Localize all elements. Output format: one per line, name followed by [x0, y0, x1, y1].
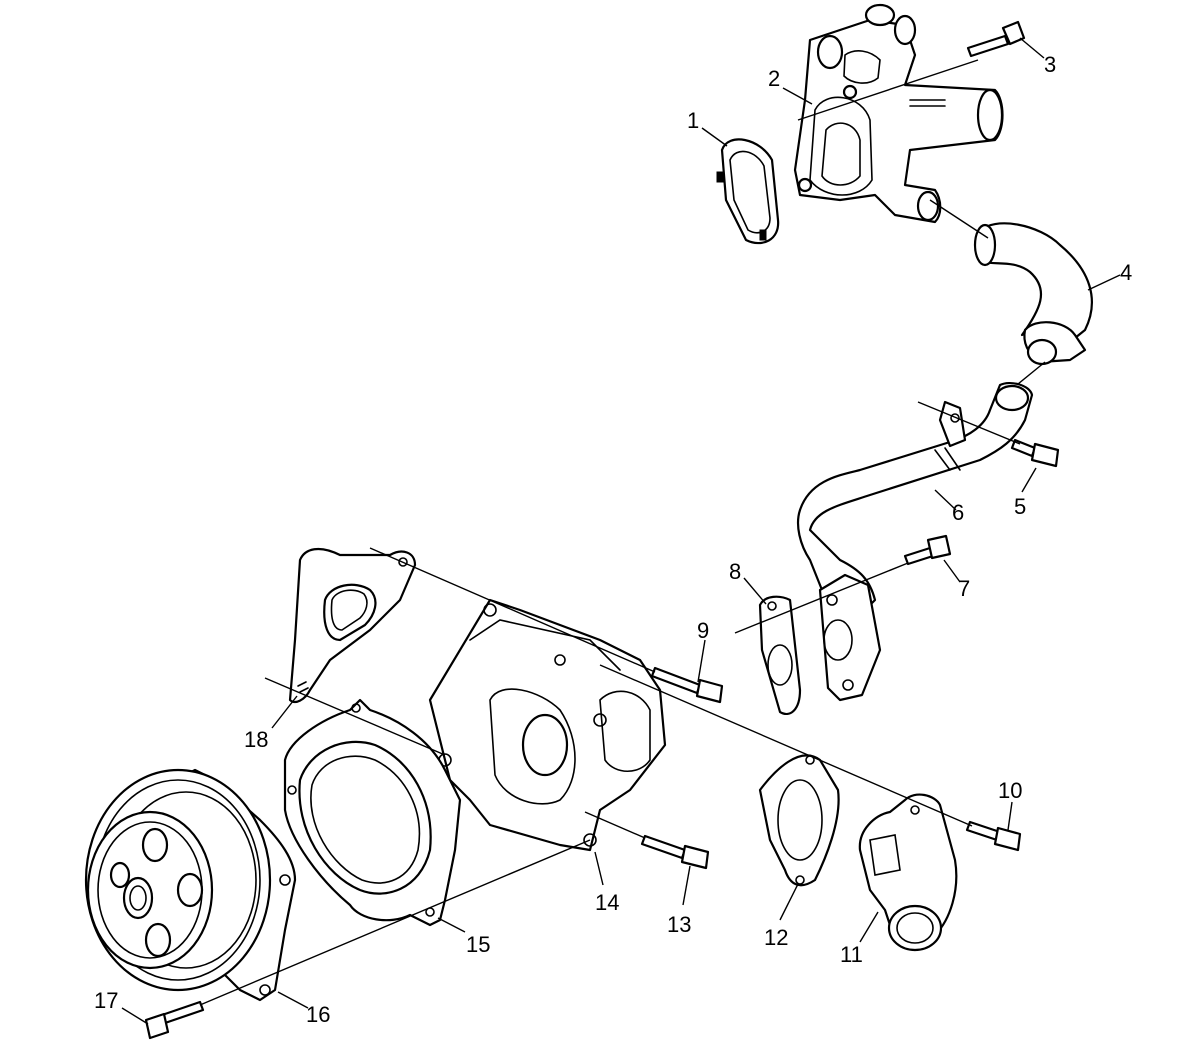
- part-12-inlet-gasket: [758, 754, 840, 887]
- assembly-line-hose-lower: [1017, 361, 1046, 385]
- part-9-bolt: [650, 666, 724, 704]
- callout-14: 14: [595, 890, 619, 915]
- leader-15: [437, 917, 466, 933]
- callout-4: 4: [1120, 260, 1132, 285]
- leader-5: [1021, 467, 1037, 493]
- assembly-lines: [199, 59, 1046, 1006]
- leader-13: [682, 865, 691, 906]
- leader-12: [779, 883, 799, 921]
- leader-7: [943, 559, 961, 583]
- assembly-line-bolt-9: [369, 547, 656, 673]
- leader-1: [701, 127, 728, 147]
- leader-10: [1007, 801, 1013, 831]
- callout-9: 9: [697, 618, 709, 643]
- part-1-housing-gasket: [716, 138, 780, 245]
- callout-16: 16: [306, 1002, 330, 1027]
- part-17-bolt: [144, 1000, 205, 1040]
- callout-10: 10: [998, 778, 1022, 803]
- part-4-coolant-hose: [973, 222, 1093, 366]
- part-11-water-inlet: [858, 793, 958, 952]
- part-3-bolt: [966, 20, 1026, 58]
- callout-1: 1: [687, 108, 699, 133]
- leader-17: [121, 1007, 149, 1025]
- callout-12: 12: [764, 925, 788, 950]
- callout-11: 11: [840, 942, 863, 967]
- leader-18: [271, 695, 298, 729]
- callout-leaders: [121, 37, 1121, 1025]
- assembly-line-bolt-13: [584, 811, 646, 839]
- leader-6: [934, 489, 957, 511]
- leader-14: [594, 851, 604, 886]
- part-10-bolt: [965, 820, 1022, 852]
- callout-18: 18: [244, 727, 268, 752]
- assembly-line-bolt-7: [734, 562, 909, 634]
- callout-labels: 1 2 3 4 5 6 7 8 9 10 11 12 13 14 15 16 1…: [94, 52, 1132, 1027]
- callout-3: 3: [1044, 52, 1056, 77]
- assembly-line-hose-upper: [929, 199, 989, 239]
- leader-11: [859, 911, 879, 943]
- callout-6: 6: [952, 500, 964, 525]
- callout-8: 8: [729, 559, 741, 584]
- part-18-housing-seal: [288, 547, 417, 704]
- assembly-line-bolt-5: [917, 401, 1021, 445]
- part-5-bolt: [1010, 438, 1060, 468]
- assembly-line-seal-18: [264, 677, 446, 756]
- assembly-line-bolt-17: [199, 839, 591, 1006]
- leader-4: [1087, 274, 1121, 291]
- part-13-bolt: [640, 834, 710, 870]
- leader-3: [1019, 37, 1045, 59]
- callout-7: 7: [958, 576, 970, 601]
- part-2-thermostat-housing: [793, 3, 1004, 224]
- assembly-line-bolt-10: [599, 664, 973, 827]
- assembly-line-bolt-3: [797, 59, 979, 121]
- callout-5: 5: [1014, 494, 1026, 519]
- callout-15: 15: [466, 932, 490, 957]
- part-14-water-pump-housing: [428, 598, 667, 852]
- leader-9: [697, 639, 706, 683]
- part-6-coolant-pipe: [796, 381, 1034, 702]
- leader-16: [277, 991, 309, 1009]
- part-7-bolt: [903, 534, 952, 566]
- part-8-pipe-gasket: [758, 595, 802, 716]
- callout-17: 17: [94, 988, 118, 1013]
- leader-2: [782, 87, 813, 105]
- part-15-water-pump-gasket: [283, 698, 462, 927]
- callout-2: 2: [768, 66, 780, 91]
- leader-8: [743, 577, 767, 605]
- part-16-water-pump: [84, 768, 297, 1002]
- callout-13: 13: [667, 912, 691, 937]
